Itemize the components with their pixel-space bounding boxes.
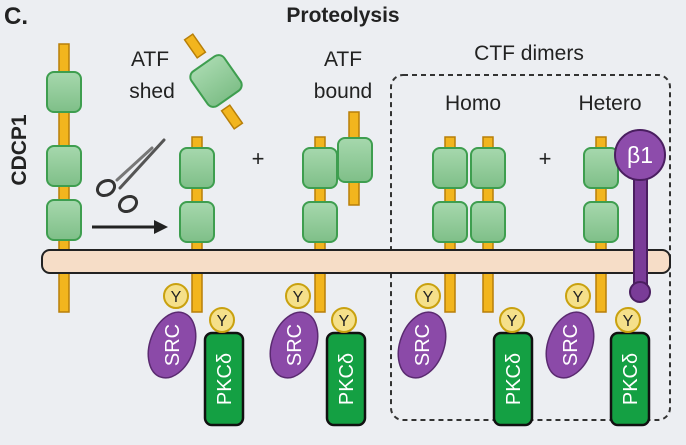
stalk [183, 33, 207, 59]
src-shape [147, 311, 197, 379]
ectodomain [470, 147, 506, 189]
ectodomain [432, 201, 468, 243]
plus-sign-2: + [539, 146, 552, 171]
cytoplasmic-partners: SRC Y PKCδ Y SRC Y PKCδ Y SRC Y PKCδ Y SRC Y PKCδ Y [147, 283, 651, 427]
ectodomain [432, 147, 468, 189]
integrin-beta1: β1 [614, 129, 666, 303]
pkc-label: PKCδ [620, 353, 642, 405]
phospho-tyrosine: Y [285, 283, 311, 309]
src-label: SRC [162, 324, 184, 366]
ectodomain [46, 199, 82, 241]
tyrosine-label: Y [423, 289, 434, 306]
cell-membrane [41, 249, 671, 274]
tyrosine-circle [615, 307, 641, 333]
hetero-label: Hetero [578, 92, 641, 115]
ectodomain [189, 54, 243, 108]
tyrosine-label: Y [573, 289, 584, 306]
pkc-delta: PKCδ [325, 331, 367, 427]
tyrosine-label: Y [217, 313, 228, 330]
tyrosine-circle [285, 283, 311, 309]
diagram-title: Proteolysis [286, 4, 399, 27]
pkc-label: PKCδ [214, 353, 236, 405]
phospho-tyrosine: Y [565, 283, 591, 309]
src-label: SRC [412, 324, 434, 366]
tyrosine-circle [415, 283, 441, 309]
arrow-icon [92, 220, 168, 234]
phospho-tyrosine: Y [163, 283, 189, 309]
ectodomain [302, 147, 338, 189]
ctf-dimers-label: CTF dimers [474, 42, 584, 65]
homo-label: Homo [445, 92, 501, 115]
pkc-delta: PKCδ [492, 331, 534, 427]
ectodomain [470, 201, 506, 243]
pkc-delta: PKCδ [203, 331, 245, 427]
tyrosine-circle [565, 283, 591, 309]
phospho-tyrosine: Y [499, 307, 525, 333]
atf-shed-label-line1: ATF [131, 48, 169, 71]
beta1-label: β1 [627, 142, 653, 168]
tyrosine-label: Y [293, 289, 304, 306]
ectodomain [46, 145, 82, 187]
pkc-delta: PKCδ [609, 331, 651, 427]
pkc-shape [609, 331, 651, 427]
tyrosine-circle [163, 283, 189, 309]
phospho-tyrosine: Y [331, 307, 357, 333]
pkc-shape [203, 331, 245, 427]
phospho-tyrosine: Y [615, 307, 641, 333]
src-shape [545, 311, 595, 379]
ectodomain [337, 137, 373, 183]
stalk [220, 104, 244, 130]
pkc-shape [325, 331, 367, 427]
ectodomain [179, 201, 215, 243]
ectodomain [179, 147, 215, 189]
tyrosine-circle [331, 307, 357, 333]
src-label: SRC [284, 324, 306, 366]
src-kinase: SRC [269, 311, 319, 379]
src-kinase: SRC [397, 311, 447, 379]
tyrosine-label: Y [339, 313, 350, 330]
protein-label-cdcp1: CDCP1 [8, 114, 31, 186]
src-kinase: SRC [545, 311, 595, 379]
ectodomains [46, 54, 619, 243]
tyrosine-label: Y [171, 289, 182, 306]
ectodomain [302, 201, 338, 243]
atf-bound-label-line1: ATF [324, 48, 362, 71]
src-kinase: SRC [147, 311, 197, 379]
src-shape [269, 311, 319, 379]
pkc-shape [492, 331, 534, 427]
plus-sign-1: + [252, 146, 265, 171]
tyrosine-label: Y [623, 313, 634, 330]
atf-bound-label-line2: bound [314, 80, 372, 103]
tyrosine-circle [499, 307, 525, 333]
src-shape [397, 311, 447, 379]
pkc-label: PKCδ [336, 353, 358, 405]
scissors-icon [95, 138, 166, 214]
tyrosine-circle [209, 307, 235, 333]
phospho-tyrosine: Y [415, 283, 441, 309]
tyrosine-label: Y [507, 313, 518, 330]
atf-shed-label-line2: shed [129, 80, 175, 103]
src-label: SRC [560, 324, 582, 366]
ectodomain [583, 201, 619, 243]
ectodomain [583, 147, 619, 189]
pkc-label: PKCδ [503, 353, 525, 405]
panel-letter: C. [4, 3, 28, 30]
ectodomain [46, 71, 82, 113]
phospho-tyrosine: Y [209, 307, 235, 333]
